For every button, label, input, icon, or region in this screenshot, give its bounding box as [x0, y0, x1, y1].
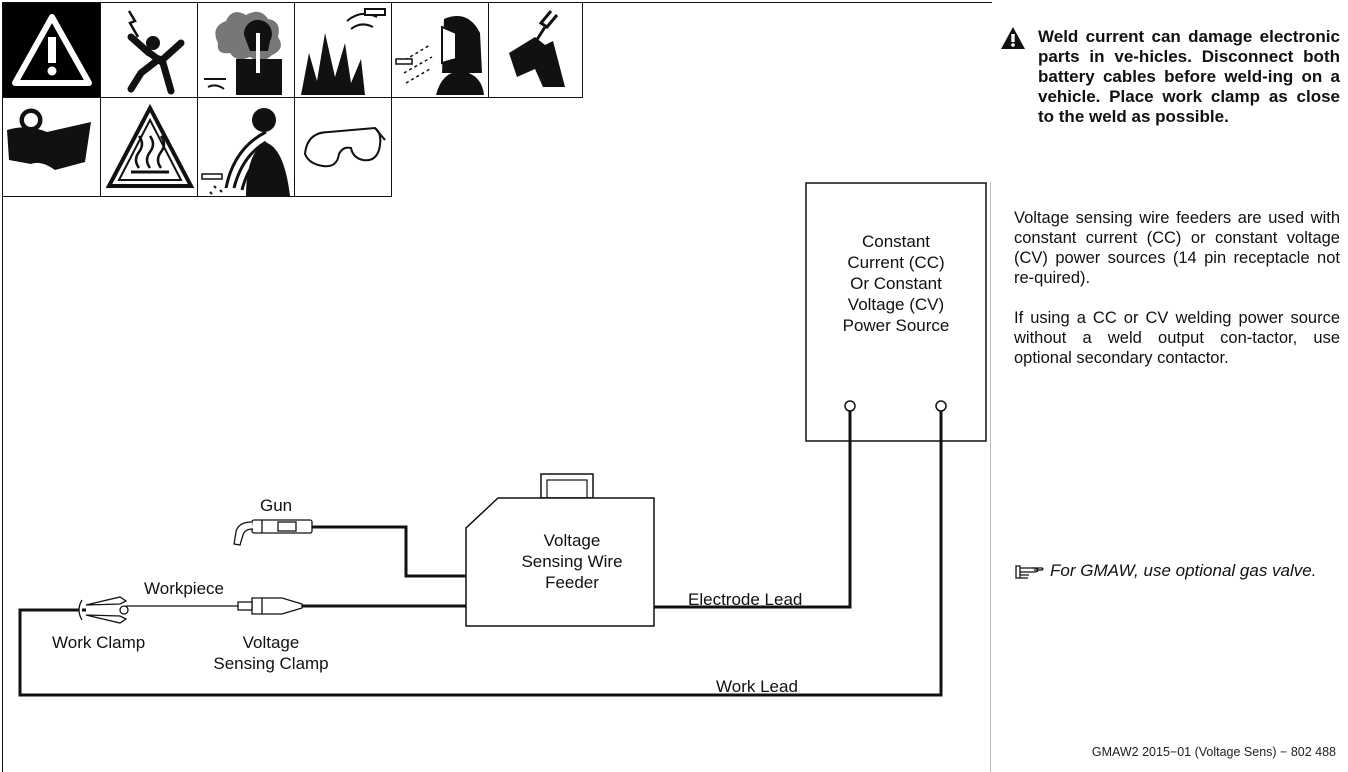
- gun-cable: [312, 525, 466, 578]
- wire-feeder-handle: [540, 473, 594, 499]
- power-source-label: Constant Current (CC) Or Constant Voltag…: [842, 232, 950, 335]
- wire-feeder-box: [465, 497, 655, 627]
- paragraph-contactor: If using a CC or CV welding power source…: [1014, 309, 1340, 367]
- work-lead-label: Work Lead: [716, 677, 798, 696]
- gun-label: Gun: [260, 496, 293, 515]
- sparks-fire-icon: [294, 2, 392, 98]
- wiring-diagram: [18, 182, 987, 697]
- paragraph-feeders: Voltage sensing wire feeders are used wi…: [1014, 209, 1340, 287]
- arc-rays-helmet-icon: [391, 2, 489, 98]
- voltage-sensing-clamp: [126, 597, 303, 615]
- wire-feeder-label: Voltage Sensing Wire Feeder: [521, 531, 623, 592]
- frame-divider: [990, 182, 991, 772]
- hot-parts-hand-icon: [488, 2, 583, 98]
- workpiece-label: Workpiece: [144, 579, 224, 598]
- power-source-terminal-right: [935, 400, 947, 412]
- work-clamp-label: Work Clamp: [52, 633, 146, 652]
- hot-surface-sign-icon: [100, 97, 198, 197]
- power-source-box: [805, 182, 987, 442]
- electric-shock-icon: [100, 2, 198, 98]
- power-source-terminal-left: [844, 400, 856, 412]
- warning-exclamation-icon: [2, 2, 101, 98]
- fumes-icon: [197, 2, 295, 98]
- work-lead-cable: [18, 411, 943, 697]
- electrode-lead-cable: [654, 411, 852, 609]
- noise-flying-metal-icon: [197, 97, 295, 197]
- pointing-hand-icon: [1014, 562, 1046, 580]
- warning-text: Weld current can damage electronic parts…: [1038, 27, 1340, 126]
- electrode-lead-label: Electrode Lead: [688, 590, 803, 609]
- warning-triangle-icon: [1000, 26, 1026, 50]
- safety-glasses-icon: [294, 97, 392, 197]
- voltage-sensing-clamp-label: Voltage Sensing Clamp: [213, 633, 329, 673]
- note-text: For GMAW, use optional gas valve.: [1050, 561, 1317, 580]
- work-clamp: [78, 596, 129, 624]
- gun: [233, 519, 313, 546]
- figure-code: GMAW2 2015−01 (Voltage Sens) − 802 488: [1091, 745, 1336, 759]
